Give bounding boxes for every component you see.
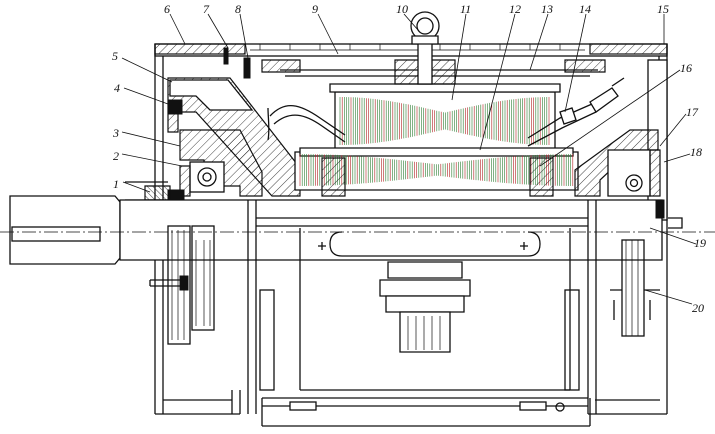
eyebolt [410,11,440,45]
central-coupling [379,261,471,353]
right-lower-coupling [610,239,660,337]
part-label-20: 20 [692,301,704,315]
part-label-8: 8 [235,2,241,16]
part-label-6: 6 [164,2,170,16]
part-label-2: 2 [113,149,119,163]
part-label-3: 3 [112,126,119,140]
lower-frame [247,200,597,427]
part-label-13: 13 [541,2,553,16]
left-end-shield [125,47,301,201]
left-lower-coupling [149,225,215,345]
stator-rotor-assembly [261,37,606,197]
part-label-18: 18 [690,145,702,159]
part-label-15: 15 [657,2,669,16]
part-label-14: 14 [579,2,591,16]
part-label-19: 19 [694,236,706,250]
part-label-10: 10 [396,2,408,16]
shaft [0,195,715,265]
part-label-17: 17 [686,105,699,119]
part-label-16: 16 [680,61,692,75]
part-label-12: 12 [509,2,521,16]
winding-end-connections [267,77,625,147]
part-label-1: 1 [113,177,119,191]
part-label-11: 11 [460,2,471,16]
leader-lines [121,13,697,305]
part-label-9: 9 [312,2,318,16]
part-label-4: 4 [114,81,120,95]
part-labels: 1 2 3 4 5 6 7 8 9 10 11 12 13 14 15 16 1… [112,2,706,315]
right-end-shield [574,129,683,229]
part-label-7: 7 [203,2,210,16]
part-label-5: 5 [112,49,118,63]
